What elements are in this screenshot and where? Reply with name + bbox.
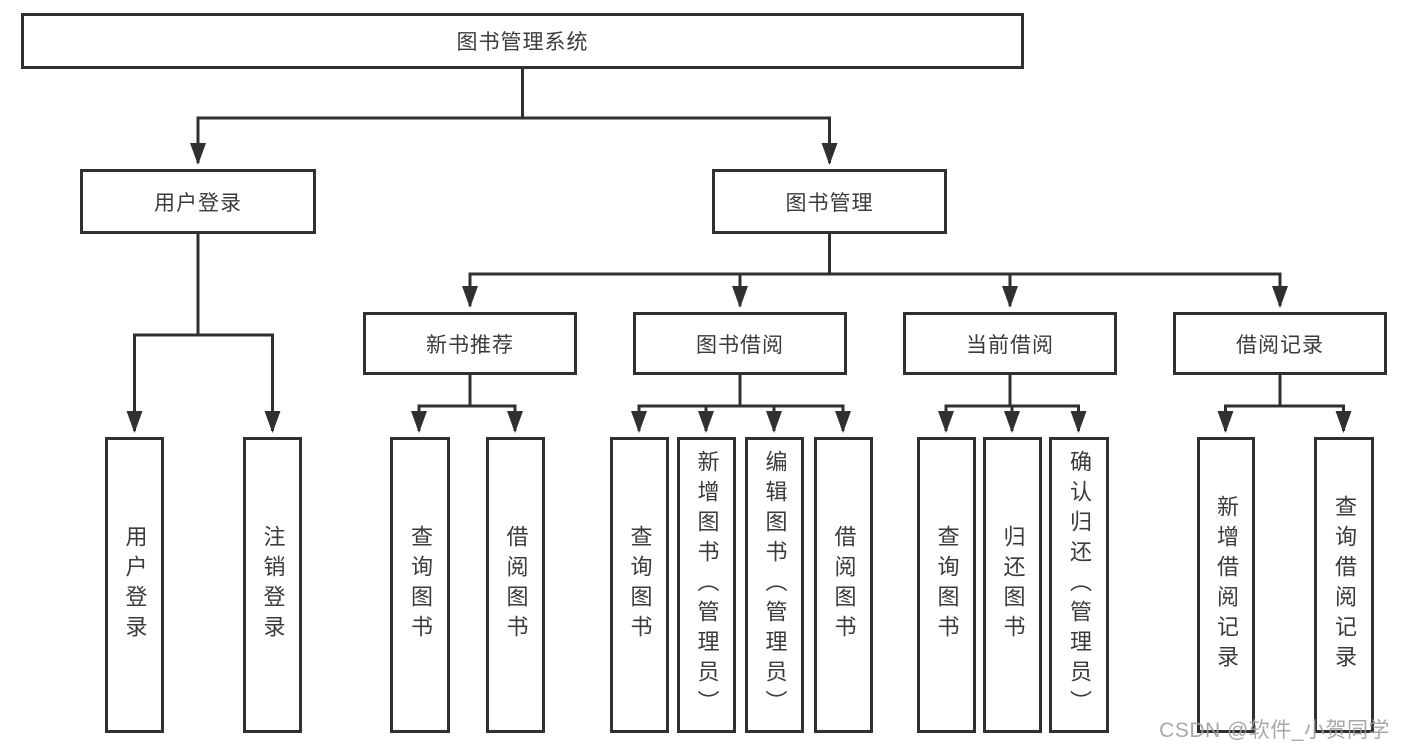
node-label: 新增图书（管理员） (694, 450, 720, 720)
csdn-watermark: CSDN @软件_小贺同学 (1159, 719, 1390, 742)
node-leaf-query-borrow-record: 查询借阅记录 (1314, 437, 1374, 733)
node-label: 归还图书 (1000, 525, 1026, 645)
node-book-borrowing: 图书借阅 (633, 312, 847, 375)
node-label: 查询借阅记录 (1332, 495, 1357, 675)
node-leaf-query-books-borrowing: 查询图书 (610, 437, 669, 733)
node-label: 图书管理系统 (456, 31, 589, 54)
node-label: 新书推荐 (426, 333, 514, 357)
node-leaf-query-books-current: 查询图书 (917, 437, 976, 733)
node-current-borrowing: 当前借阅 (903, 312, 1117, 375)
node-leaf-add-books-admin: 新增图书（管理员） (677, 437, 736, 733)
node-label: 借阅图书 (503, 525, 529, 645)
node-root-library-system: 图书管理系统 (21, 13, 1024, 69)
node-label: 借阅图书 (831, 525, 857, 645)
node-label: 查询图书 (934, 525, 960, 645)
node-label: 图书借阅 (696, 333, 784, 357)
node-label: 编辑图书（管理员） (762, 450, 788, 720)
node-new-book-recommend: 新书推荐 (363, 312, 577, 375)
node-leaf-query-books-recommend: 查询图书 (390, 437, 450, 733)
node-label: 借阅记录 (1236, 333, 1324, 357)
node-label: 图书管理 (785, 191, 874, 215)
node-label: 查询图书 (627, 525, 653, 645)
node-leaf-edit-books-admin: 编辑图书（管理员） (745, 437, 804, 733)
node-leaf-borrow-books-borrowing: 借阅图书 (814, 437, 873, 733)
node-user-login-branch: 用户登录 (80, 169, 316, 234)
node-label: 新增借阅记录 (1214, 495, 1239, 675)
node-leaf-confirm-return-admin: 确认归还（管理员） (1049, 437, 1109, 733)
node-leaf-borrow-books-recommend: 借阅图书 (486, 437, 545, 733)
node-label: 查询图书 (408, 525, 433, 645)
node-leaf-user-login: 用户登录 (105, 437, 164, 733)
node-label: 注销登录 (260, 525, 286, 645)
node-label: 当前借阅 (966, 333, 1054, 357)
node-leaf-logout: 注销登录 (243, 437, 302, 733)
node-label: 用户登录 (154, 191, 242, 215)
node-leaf-return-books: 归还图书 (983, 437, 1042, 733)
node-borrowing-records: 借阅记录 (1173, 312, 1387, 375)
node-label: 用户登录 (122, 525, 148, 645)
node-label: 确认归还（管理员） (1067, 450, 1092, 720)
node-book-management-branch: 图书管理 (712, 169, 947, 234)
node-leaf-add-borrow-record: 新增借阅记录 (1197, 437, 1255, 733)
